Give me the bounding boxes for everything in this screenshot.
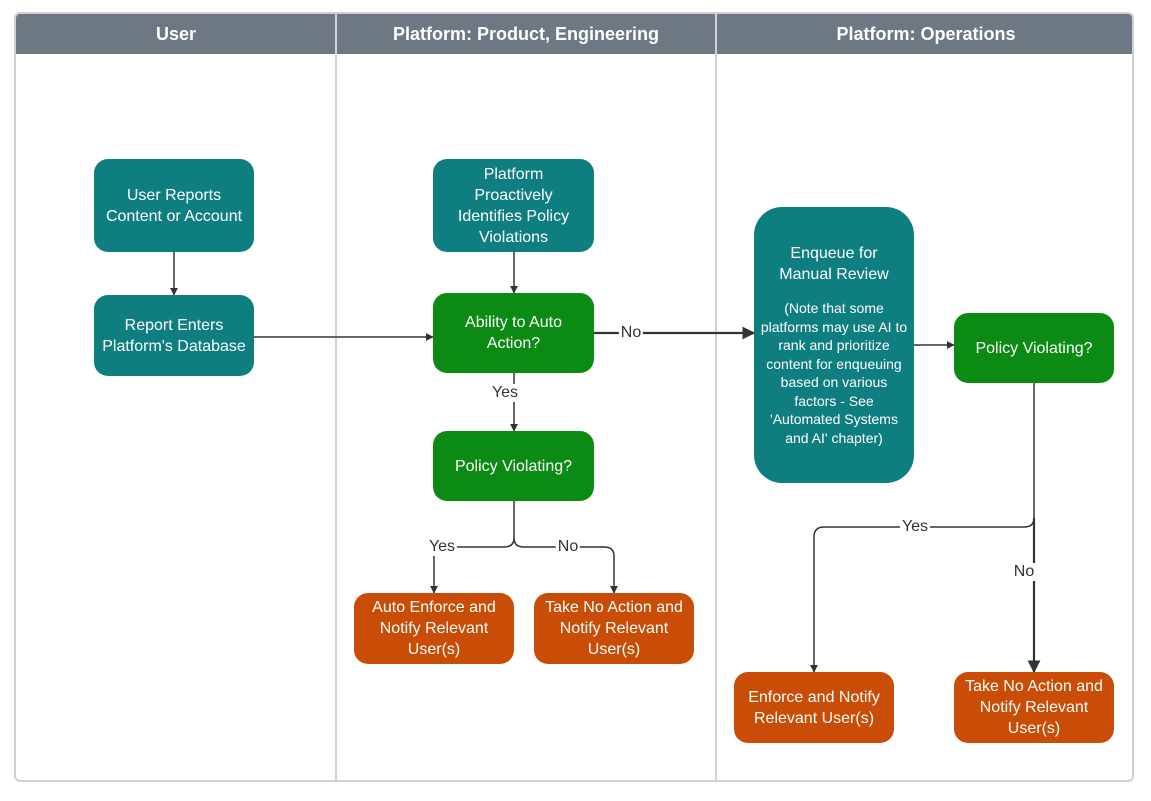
edge-label-auto-yes: Yes [489, 384, 521, 402]
node-enforce-notify: Enforce and Notify Relevant User(s) [734, 672, 894, 743]
lane-header-operations: Platform: Operations [716, 14, 1132, 54]
edge-pv1-no [513, 537, 618, 594]
node-report-enters-database: Report Enters Platform's Database [94, 295, 254, 376]
edge-label-pv1-no: No [555, 538, 581, 556]
node-policy-violating-2: Policy Violating? [954, 313, 1114, 383]
lane-header-user: User [16, 14, 336, 54]
swimlane-frame: User Platform: Product, Engineering Plat… [14, 12, 1134, 782]
enqueue-title: Enqueue for Manual Review [779, 245, 889, 283]
lane-divider-2 [715, 14, 717, 780]
lane-divider-1 [335, 14, 337, 780]
node-policy-violating-1: Policy Violating? [433, 431, 594, 501]
edge-label-pv1-yes: Yes [426, 538, 458, 556]
edge-label-pv2-yes: Yes [899, 518, 931, 536]
node-take-no-action-2: Take No Action and Notify Relevant User(… [954, 672, 1114, 743]
enqueue-note: (Note that some platforms may use AI to … [760, 300, 908, 446]
lane-header-product-engineering: Platform: Product, Engineering [336, 14, 716, 54]
edge-label-auto-no: No [618, 324, 644, 342]
node-user-reports: User Reports Content or Account [94, 159, 254, 252]
node-auto-enforce-notify: Auto Enforce and Notify Relevant User(s) [354, 593, 514, 664]
node-platform-proactively-identifies: Platform Proactively Identifies Policy V… [433, 159, 594, 252]
node-enqueue-manual-review: Enqueue for Manual Review (Note that som… [754, 207, 914, 483]
edge-label-pv2-no: No [1011, 563, 1037, 581]
node-take-no-action-1: Take No Action and Notify Relevant User(… [534, 593, 694, 664]
node-ability-to-auto-action: Ability to Auto Action? [433, 293, 594, 373]
